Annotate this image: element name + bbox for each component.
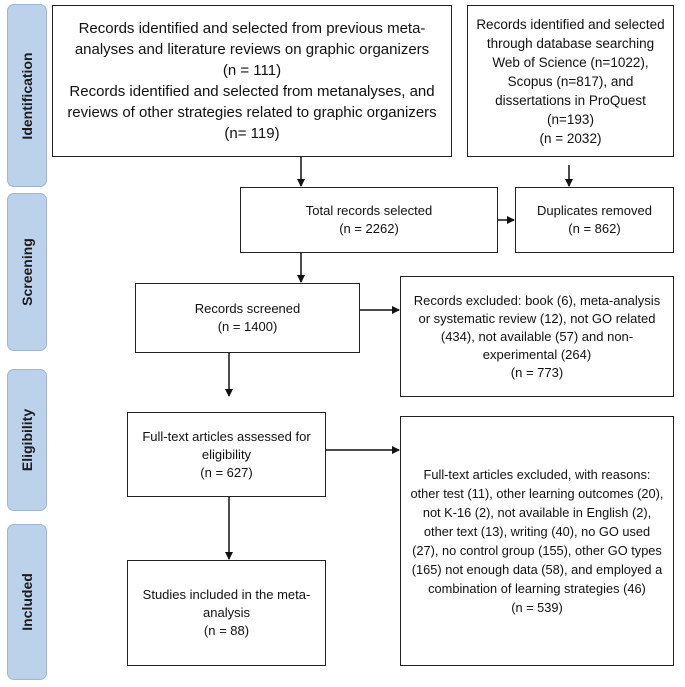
included-studies-text: Studies included in the meta-analysis <box>142 587 311 620</box>
total-selected-text: Total records selected <box>305 203 433 218</box>
fulltext-excluded-count: (n = 539) <box>511 600 563 615</box>
included-studies-box: Studies included in the meta-analysis (n… <box>127 560 326 666</box>
fulltext-assessed-box: Full-text articles assessed for eligibil… <box>127 412 326 497</box>
database-records-text: Records identified and selected through … <box>476 16 665 127</box>
previous-records-text: Records identified and selected from pre… <box>74 20 430 58</box>
included-studies-count: (n = 88) <box>203 623 250 638</box>
previous-records-box: Records identified and selected from pre… <box>52 5 452 157</box>
excluded-screening-text: Records excluded: book (6), meta-analysi… <box>413 292 661 362</box>
duplicates-text: Duplicates removed <box>537 203 652 218</box>
fulltext-excluded-text: Full-text articles excluded, with reason… <box>410 467 664 596</box>
database-records-box: Records identified and selected through … <box>467 5 674 157</box>
stage-included: Included <box>7 524 47 680</box>
fulltext-excluded-box: Full-text articles excluded, with reason… <box>400 416 674 666</box>
duplicates-count: (n = 862) <box>568 221 621 236</box>
stage-eligibility: Eligibility <box>7 369 47 511</box>
total-selected-box: Total records selected (n = 2262) <box>240 187 498 253</box>
fulltext-assessed-count: (n = 627) <box>200 464 253 480</box>
stage-identification: Identification <box>7 4 47 187</box>
excluded-screening-box: Records excluded: book (6), meta-analysi… <box>400 276 674 397</box>
screened-text: Records screened <box>194 301 301 316</box>
screened-box: Records screened (n = 1400) <box>135 283 360 353</box>
database-records-count: (n = 2032) <box>539 130 602 146</box>
metanalyses-records-text: Records identified and selected from met… <box>67 83 437 142</box>
duplicates-box: Duplicates removed (n = 862) <box>515 187 674 253</box>
screened-count: (n = 1400) <box>217 319 278 334</box>
stage-screening: Screening <box>7 193 47 351</box>
total-selected-count: (n = 2262) <box>339 221 399 236</box>
previous-records-count: (n = 111) <box>222 62 282 79</box>
excluded-screening-count: (n = 773) <box>510 364 564 380</box>
fulltext-assessed-text: Full-text articles assessed for eligibil… <box>142 428 311 462</box>
